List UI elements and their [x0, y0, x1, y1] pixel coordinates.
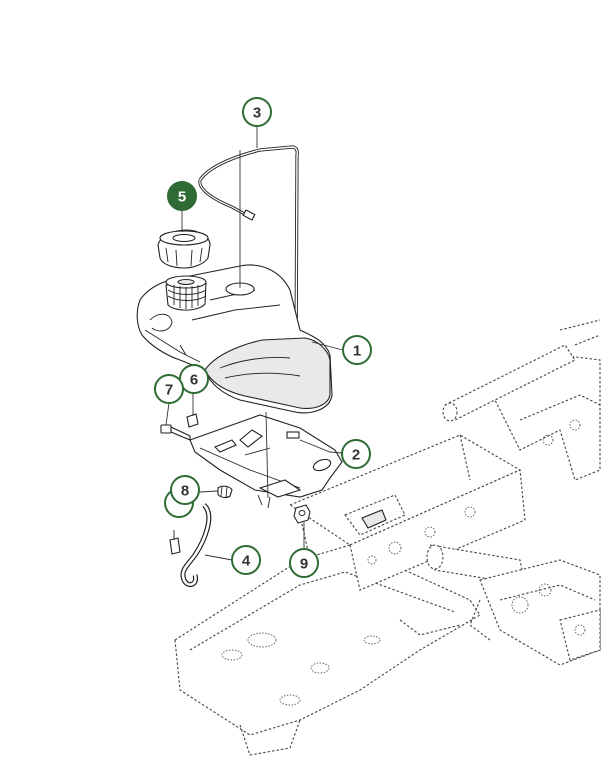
part-fuel-hose [169, 503, 212, 588]
callout-8: 9 [289, 548, 319, 578]
callout-5: 5 [167, 181, 197, 211]
part-fuel-cap [157, 229, 211, 269]
part-nut [293, 504, 311, 524]
callout-9-label: 8 [181, 483, 189, 500]
part-clamp [217, 485, 233, 499]
callout-9-ring [170, 475, 200, 505]
callout-4-ring [231, 545, 261, 575]
part-rod [198, 145, 299, 361]
callout-6: 6 [179, 364, 209, 394]
callout-2-ring [341, 439, 371, 469]
part-tank-bracket [189, 414, 343, 509]
part-fitting [186, 413, 199, 428]
callout-1: 1 [342, 335, 372, 365]
callout-9: 8 [164, 475, 200, 518]
callout-7: 7 [154, 374, 184, 404]
callout-8-label: 9 [300, 556, 308, 573]
callout-3: 3 [242, 97, 272, 127]
callout-3-label: 3 [253, 105, 261, 122]
mower-chassis-frame [174, 319, 601, 756]
callout-5-ring [167, 181, 197, 211]
callout-1-ring [342, 335, 372, 365]
callout-6-label: 6 [190, 372, 198, 389]
callout-1-label: 1 [353, 343, 361, 360]
callout-7-label: 7 [165, 382, 173, 399]
callout-2-label: 2 [352, 447, 360, 464]
callout-2: 2 [341, 439, 371, 469]
part-bolt [160, 424, 191, 441]
part-fuel-tank [136, 264, 333, 414]
callout-4: 4 [231, 545, 261, 575]
callout-3-ring [242, 97, 272, 127]
callout-7-ring [154, 374, 184, 404]
callout-5-label: 5 [178, 189, 186, 206]
callout-8-ring [289, 548, 319, 578]
callout-4-label: 4 [242, 553, 251, 570]
leader-lines [165, 127, 344, 561]
